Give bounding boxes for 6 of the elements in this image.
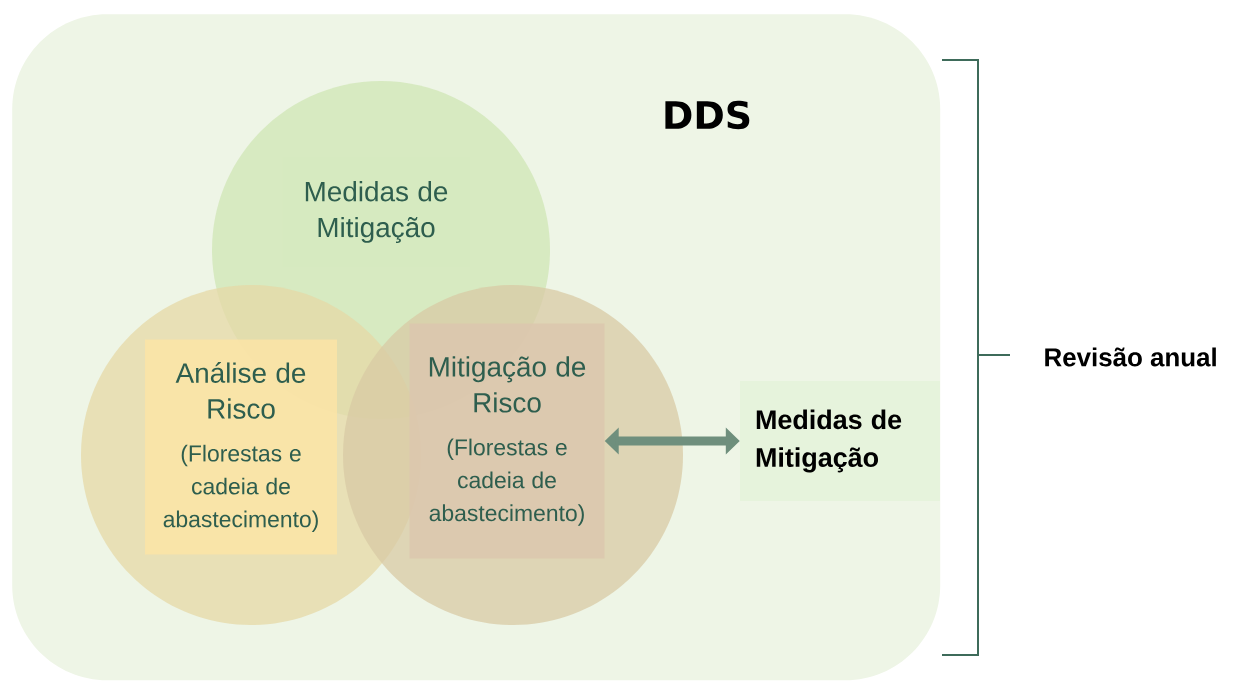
text-box: Análise de Risco (Florestas e cadeia de abastecimento) (145, 339, 337, 555)
text-box: Mitigação de Risco (Florestas e cadeia de abastecimento) (409, 323, 605, 559)
bracket-label: Revisão anual (1045, 347, 1216, 367)
text-box: Medidas de Mitigação (740, 381, 940, 501)
panel-heading: DDS (665, 100, 750, 130)
text-box: Medidas de Mitigação (282, 157, 470, 267)
